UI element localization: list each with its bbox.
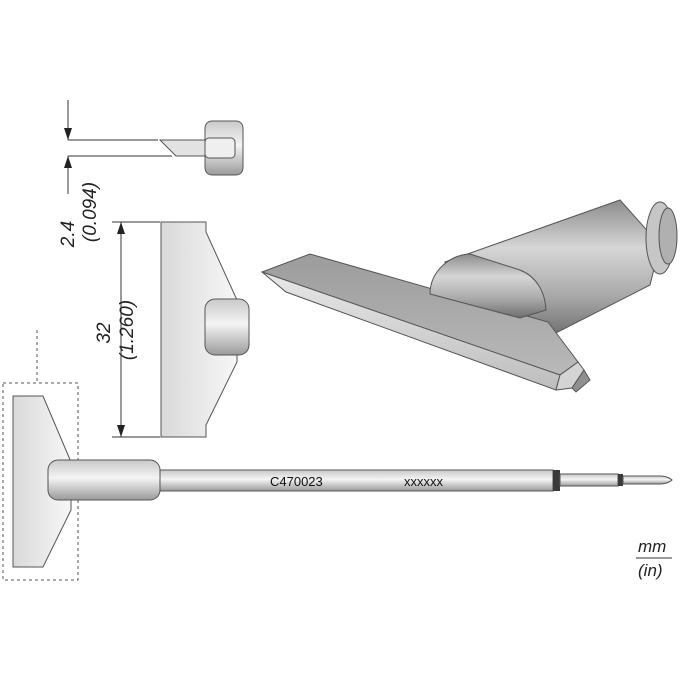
arrow-head xyxy=(117,222,125,234)
tip-full-length-view: C470023 xxxxxx xyxy=(2,330,673,581)
arrow-head xyxy=(64,128,72,140)
shaft-tube xyxy=(159,469,554,492)
unit-secondary-label: (in) xyxy=(638,561,663,580)
connector-pin xyxy=(622,475,673,485)
tip-side-view xyxy=(68,120,244,176)
detail-bounding-box xyxy=(2,382,79,581)
arrow-head xyxy=(117,425,125,437)
arrow-head xyxy=(64,156,72,168)
tip-front-view xyxy=(112,221,250,438)
shaft-dark-ring xyxy=(553,470,560,491)
tip-perspective-view xyxy=(260,199,678,393)
unit-primary-label: mm xyxy=(638,537,666,556)
tip-edge-profile xyxy=(158,139,206,157)
thickness-dimension: 2.4 (0.094) xyxy=(58,100,101,248)
shaft-connector xyxy=(559,473,619,487)
blade-face xyxy=(160,221,238,438)
tip-side-slot xyxy=(204,137,236,159)
thickness-in-label: (0.094) xyxy=(80,182,101,242)
cylinder-end-face xyxy=(658,207,678,265)
width-dimension: 32 (1.260) xyxy=(94,222,138,437)
thickness-mm-label: 2.4 xyxy=(58,221,79,248)
blade-end-shadow xyxy=(571,369,591,393)
main-shank xyxy=(47,459,161,501)
blade-outline xyxy=(12,395,72,568)
blade-shank-stub xyxy=(204,298,250,356)
width-in-label: (1.260) xyxy=(117,300,138,360)
part-number-label: C470023 xyxy=(270,474,323,489)
serial-placeholder-label: xxxxxx xyxy=(404,474,444,489)
units-legend: mm (in) xyxy=(636,537,672,580)
blade-saddle xyxy=(429,253,547,319)
connector-dark-ring xyxy=(618,474,623,486)
width-mm-label: 32 xyxy=(94,322,115,344)
